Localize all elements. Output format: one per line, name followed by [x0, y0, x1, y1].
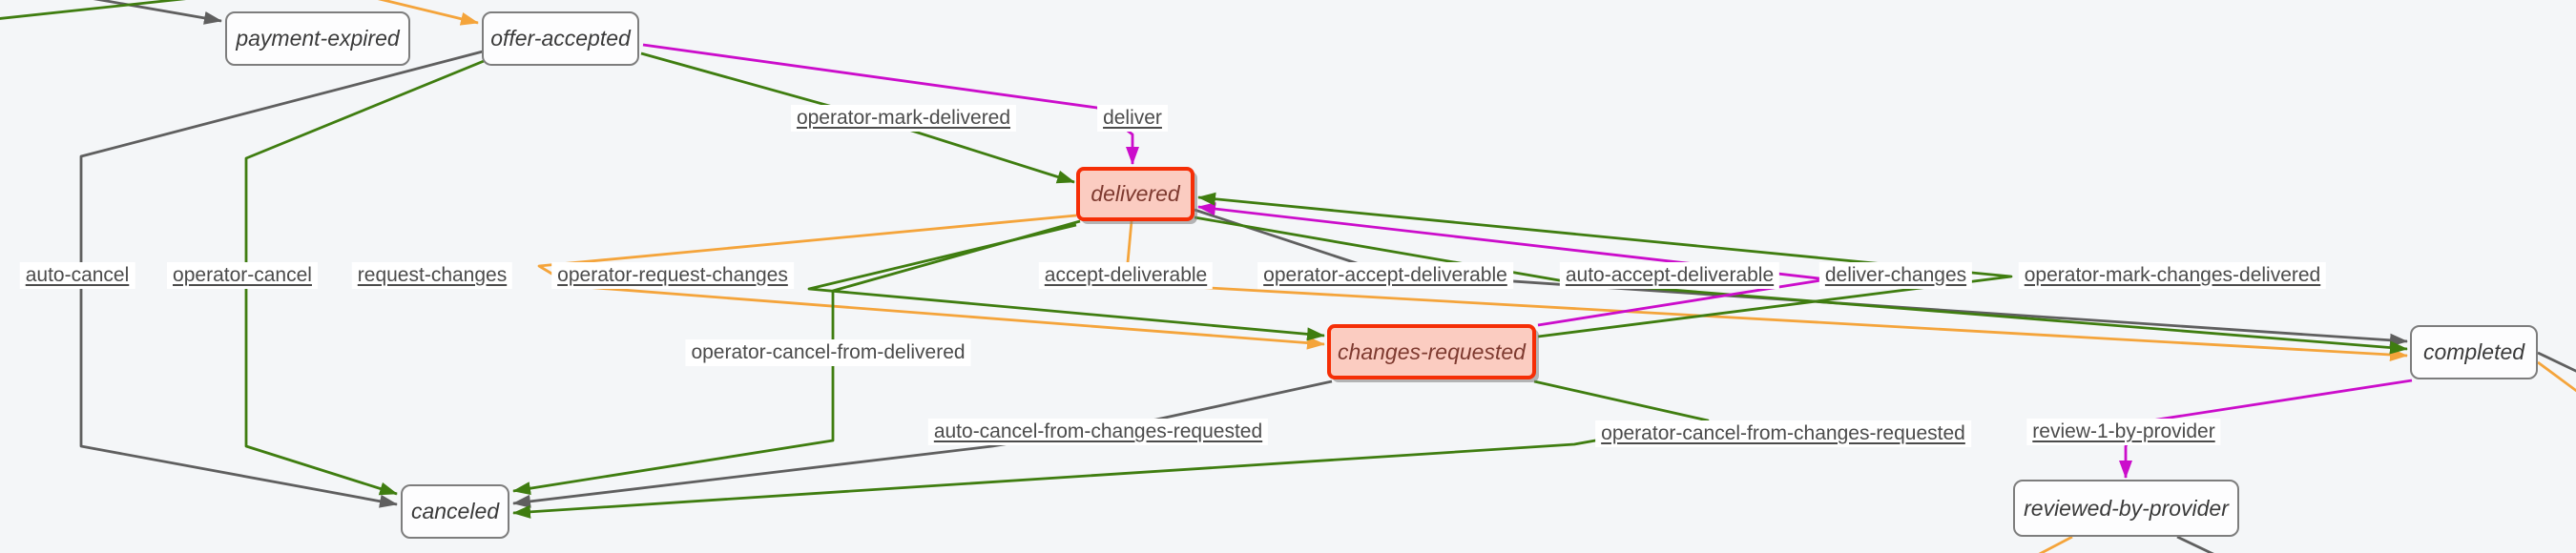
edge-label-auto-accept-deliverable[interactable]: auto-accept-deliverable: [1559, 262, 1780, 289]
edge-reviewed-out-orange: [2038, 535, 2073, 553]
edge-completed-out-orange: [2537, 360, 2576, 393]
edge-label-auto-cancel-from-changes-requested[interactable]: auto-cancel-from-changes-requested: [927, 419, 1269, 445]
edge-label-operator-accept-deliverable[interactable]: operator-accept-deliverable: [1257, 262, 1513, 289]
node-canceled[interactable]: canceled: [401, 484, 509, 539]
edge-label-auto-cancel[interactable]: auto-cancel: [19, 262, 135, 289]
edge-cut-top-left: [0, 0, 187, 20]
node-label: reviewed-by-provider: [2024, 495, 2229, 521]
edge-label-accept-deliverable[interactable]: accept-deliverable: [1038, 262, 1214, 289]
edge-auto-cancel: [79, 50, 484, 508]
node-label: completed: [2422, 339, 2525, 364]
node-reviewed-by-provider[interactable]: reviewed-by-provider: [2013, 480, 2239, 537]
edge-into-offer-accepted: [377, 0, 479, 26]
edge-label-operator-request-changes[interactable]: operator-request-changes: [551, 262, 794, 289]
edge-operator-cancel: [244, 57, 489, 496]
node-label: canceled: [410, 499, 500, 523]
node-offer-accepted[interactable]: offer-accepted: [482, 11, 639, 66]
node-label: delivered: [1091, 181, 1180, 206]
edge-label-deliver[interactable]: deliver: [1097, 105, 1168, 132]
node-changes-requested[interactable]: changes-requested: [1327, 324, 1536, 379]
edge-completed-out-gray: [2537, 351, 2576, 373]
edge-label-operator-cancel-from-delivered: operator-cancel-from-delivered: [685, 339, 971, 366]
node-payment-expired[interactable]: payment-expired: [225, 11, 410, 66]
edge-operator-cancel-from-changes-requested: [512, 379, 1710, 519]
node-label: changes-requested: [1338, 338, 1526, 364]
edge-into-payment-expired: [93, 0, 222, 25]
edge-operator-mark-changes-delivered: [1197, 192, 2013, 338]
edge-label-operator-cancel-from-changes-requested[interactable]: operator-cancel-from-changes-requested: [1595, 420, 1971, 447]
edge-label-deliver-changes[interactable]: deliver-changes: [1818, 262, 1973, 289]
edge-label-review-1-by-provider[interactable]: review-1-by-provider: [2026, 419, 2221, 445]
node-label: payment-expired: [236, 26, 400, 51]
node-delivered[interactable]: delivered: [1076, 167, 1195, 221]
edge-label-operator-mark-delivered[interactable]: operator-mark-delivered: [790, 105, 1017, 132]
edge-label-operator-mark-changes-delivered[interactable]: operator-mark-changes-delivered: [2018, 262, 2327, 289]
node-completed[interactable]: completed: [2410, 325, 2538, 379]
edge-reviewed-out-gray: [2176, 535, 2214, 553]
edge-label-request-changes[interactable]: request-changes: [351, 262, 513, 289]
edge-label-operator-cancel[interactable]: operator-cancel: [167, 262, 318, 289]
node-label: offer-accepted: [490, 26, 631, 51]
